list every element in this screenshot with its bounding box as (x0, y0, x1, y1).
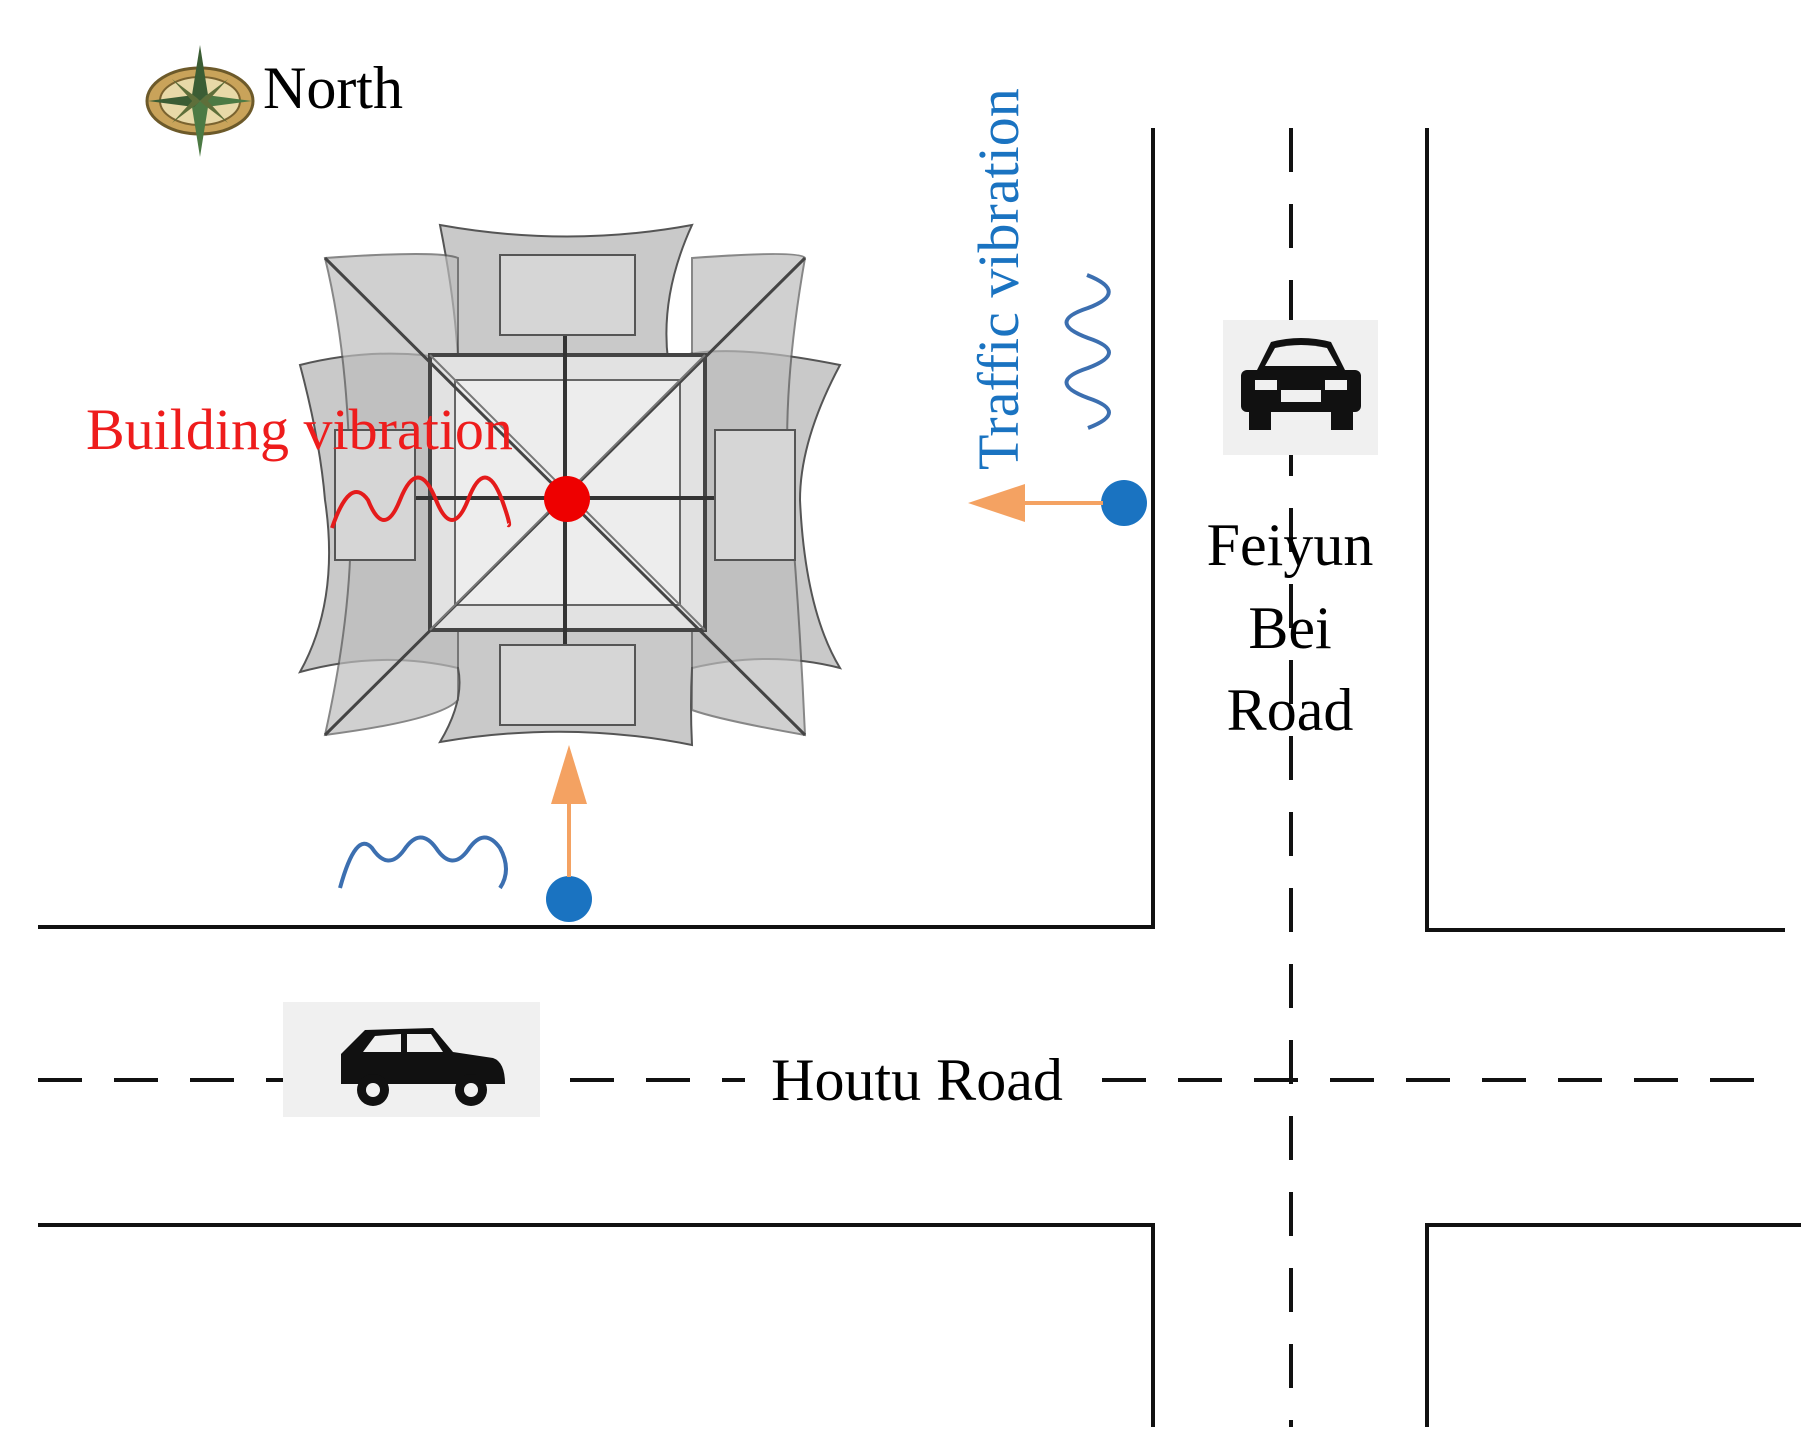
houtu-south-edge-west (38, 1223, 1155, 1427)
traffic-wave-vertical (1064, 273, 1111, 430)
north-label: North (263, 55, 403, 121)
road-centerlines (38, 128, 1785, 1427)
feiyun-bei-road-label: Feiyun Bei Road (1207, 512, 1374, 743)
building-vibration-wave (330, 475, 512, 529)
feiyun-east-edge-north (1425, 128, 1785, 932)
traffic-sensor-south (546, 876, 592, 922)
traffic-vibration-label: Traffic vibration (966, 88, 1031, 470)
houtu-road-label: Houtu Road (771, 1047, 1063, 1113)
houtu-label-bg (745, 1045, 1090, 1120)
houtu-south-edge-east (1425, 1223, 1801, 1427)
feiyun-label-line1: Feiyun (1207, 512, 1374, 578)
feiyun-label-line2: Bei (1248, 595, 1331, 661)
car-side-icon (283, 1002, 540, 1117)
feiyun-label-line3: Road (1227, 677, 1354, 743)
arrow-north-head (551, 745, 587, 804)
compass-rose-icon (145, 45, 255, 157)
traffic-wave-horizontal (338, 835, 508, 890)
building-sensor-dot (544, 476, 590, 522)
road-edges (38, 128, 1801, 1427)
traffic-sensor-east (1101, 480, 1147, 526)
building-vibration-label: Building vibration (86, 397, 513, 462)
arrow-west-head (968, 484, 1025, 522)
feiyun-west-edge-north (38, 128, 1155, 929)
car-front-icon (1223, 320, 1378, 455)
